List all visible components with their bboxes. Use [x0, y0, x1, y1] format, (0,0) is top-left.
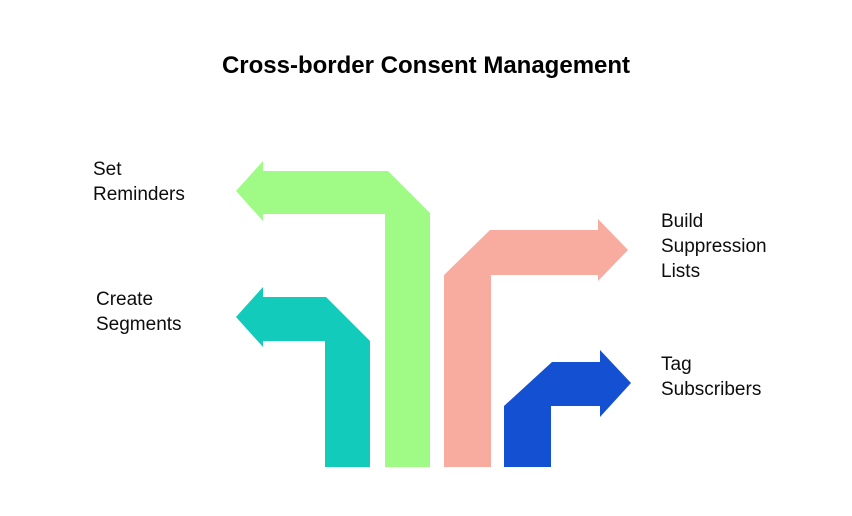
set-reminders-label: Set Reminders	[93, 159, 185, 205]
create-segments-label: Create Segments	[96, 289, 182, 335]
set-reminders-arrow-icon	[236, 161, 430, 467]
create-segments-arrow-icon	[236, 287, 370, 467]
tag-subscribers-label: Tag Subscribers	[661, 354, 762, 400]
page-title: Cross-border Consent Management	[221, 52, 631, 79]
tag-subscribers-arrow-icon	[504, 350, 631, 467]
build-suppression-lists-label: Build Suppression Lists	[661, 211, 767, 282]
build-suppression-lists-arrow-icon	[444, 219, 628, 467]
